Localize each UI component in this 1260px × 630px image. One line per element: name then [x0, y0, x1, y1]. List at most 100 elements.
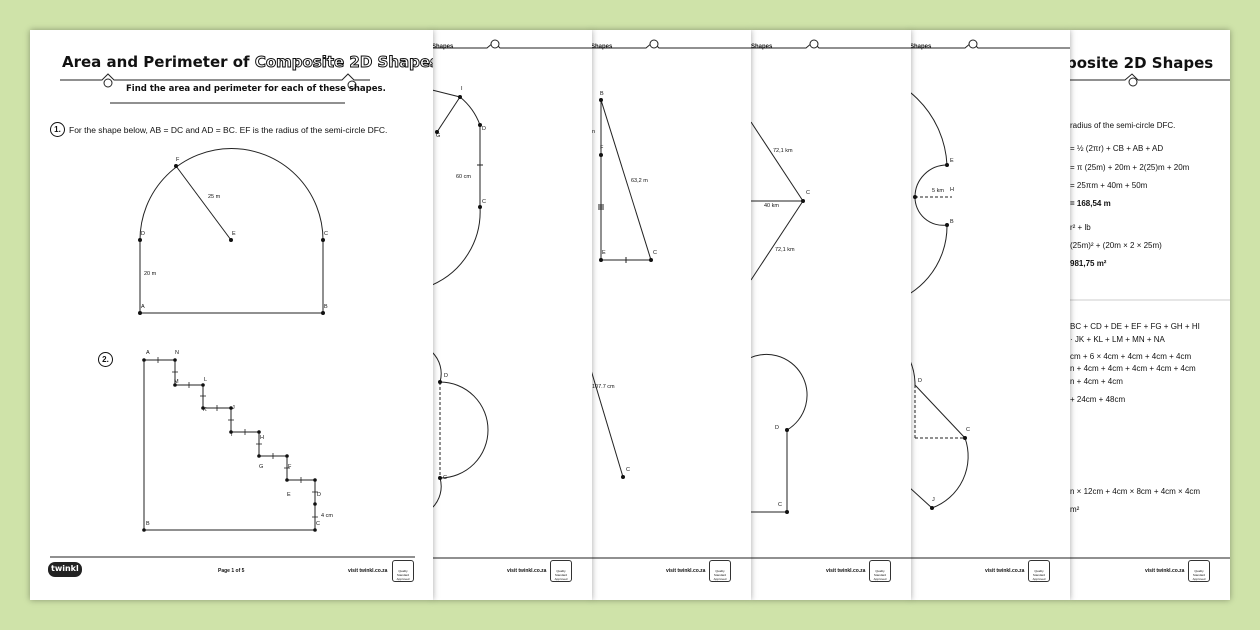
twinkl-logo: twinkl	[51, 564, 79, 573]
p3-label-lower-dim: 107.7 cm	[592, 384, 615, 390]
q2-label-M: M	[174, 379, 179, 385]
p4-label-C-lower: C	[778, 502, 782, 508]
p4-label-mid: 40 km	[764, 203, 779, 209]
q2-label-H: H	[260, 435, 264, 441]
q2-label-K: K	[203, 407, 207, 413]
worksheet-page-6: posite 2D Shapes radius of the semi-circ…	[1070, 30, 1230, 600]
page-title: Area and Perimeter of Composite 2D Shape…	[62, 53, 433, 72]
page-4-footer-url: visit twinkl.co.za	[826, 568, 866, 574]
p6-work2-line-3: cm + 6 × 4cm + 4cm + 4cm + 4cm	[1070, 352, 1192, 361]
p3-label-n: n	[592, 129, 596, 135]
worksheet-page-1: Area and Perimeter of Composite 2D Shape…	[30, 30, 433, 600]
p6-work-line-2: = ½ (2πr) + CB + AB + AD	[1070, 144, 1164, 153]
page-6-title: posite 2D Shapes	[1070, 54, 1214, 72]
page-6-lines	[1070, 73, 1230, 559]
quality-badge-icon: Quality Standard Approved	[392, 560, 414, 582]
p6-work-line-1: radius of the semi-circle DFC.	[1070, 121, 1176, 130]
q2-label-F: F	[288, 464, 292, 470]
q1-label-D: D	[141, 231, 145, 237]
p3-label-C: C	[653, 250, 657, 256]
p4-label-top: 72,1 km	[773, 148, 793, 154]
p6-work2-line-4: n + 4cm + 4cm + 4cm + 4cm + 4cm	[1070, 364, 1196, 373]
q2-label-B: B	[146, 521, 150, 527]
page-4-header: Shapes	[751, 44, 773, 50]
p5-label-D: D	[918, 378, 922, 384]
p6-work2-line-2: · JK + KL + LM + MN + NA	[1070, 335, 1165, 344]
p5-label-dim: 5 km	[932, 188, 944, 194]
title-plain: Area and Perimeter of	[62, 53, 255, 71]
q2-label-D: D	[317, 492, 321, 498]
p6-work2-line-1: BC + CD + DE + EF + FG + GH + HI	[1070, 322, 1200, 331]
q1-label-B: B	[324, 304, 328, 310]
p2-label-C: C	[482, 199, 486, 205]
q2-label-I: I	[231, 432, 233, 438]
q2-label-L: L	[204, 377, 208, 383]
p6-work2-line-6: + 24cm + 48cm	[1070, 395, 1126, 404]
p6-work2-line-5: n + 4cm + 4cm	[1070, 377, 1123, 386]
p6-work-line-6: r² + lb	[1070, 223, 1091, 232]
page-2-header: Shapes	[432, 44, 454, 50]
title-outlined: Composite 2D Shapes	[254, 53, 433, 72]
question-1-number: 1.	[50, 122, 65, 137]
p5-label-B: B	[950, 219, 954, 225]
quality-badge-icon: Quality Standard Approved	[1188, 560, 1210, 582]
q1-label-radius: 25 m	[208, 194, 221, 200]
p5-label-J: J	[932, 497, 935, 503]
p3-label-dim: 63,2 m	[631, 178, 648, 184]
q2-label-C: C	[316, 521, 320, 527]
page-5-header: Shapes	[910, 44, 932, 50]
question-2-number: 2.	[98, 352, 113, 367]
p2-label-dim: 60 cm	[456, 174, 471, 180]
q2-label-J: J	[232, 405, 235, 411]
page-3-header: Shapes	[591, 44, 613, 50]
page-2-diagrams	[432, 39, 592, 559]
p4-label-D: D	[775, 425, 779, 431]
q1-label-A: A	[141, 304, 145, 310]
p6-work-line-8: 981,75 m²	[1070, 259, 1107, 268]
worksheet-page-3: Shapes B n F 63,2 m E C 107.7 cm C visit…	[591, 30, 751, 600]
p5-label-H: H	[950, 187, 954, 193]
p6-work2-line-7: n × 12cm + 4cm × 8cm + 4cm × 4cm	[1070, 487, 1201, 496]
page-2-footer-url: visit twinkl.co.za	[507, 568, 547, 574]
p6-work-line-5: = 168,54 m	[1070, 199, 1111, 208]
page-4-diagrams	[751, 39, 911, 559]
page-number: Page 1 of 5	[218, 568, 245, 574]
q1-label-E: E	[232, 231, 236, 237]
p3-label-lower-C: C	[626, 467, 630, 473]
worksheet-page-2: Shapes I G D 60 cm C D C visit twinkl.co…	[432, 30, 592, 600]
q2-label-E: E	[287, 492, 291, 498]
q1-label-side: 20 m	[144, 271, 157, 277]
p3-label-E: E	[602, 250, 606, 256]
p6-work2-line-8: m²	[1070, 505, 1080, 514]
page-subtitle: Find the area and perimeter for each of …	[126, 84, 386, 94]
page-1-footer-url: visit twinkl.co.za	[348, 568, 388, 574]
page-5-diagrams	[910, 39, 1070, 559]
p2-label-D-lower: D	[444, 373, 448, 379]
p6-work-line-4: = 25πm + 40m + 50m	[1070, 181, 1148, 190]
p4-label-C: C	[806, 190, 810, 196]
p3-label-F: F	[600, 145, 604, 151]
p5-label-E: E	[950, 158, 954, 164]
q2-label-N: N	[175, 350, 179, 356]
page-6-footer-url: visit twinkl.co.za	[1145, 568, 1185, 574]
quality-badge-icon: Quality Standard Approved	[709, 560, 731, 582]
q2-label-A: A	[146, 350, 150, 356]
question-1-text: For the shape below, AB = DC and AD = BC…	[69, 125, 388, 135]
page-3-footer-url: visit twinkl.co.za	[666, 568, 706, 574]
p6-work-line-7: (25m)² + (20m × 2 × 25m)	[1070, 241, 1162, 250]
p2-label-C-lower: C	[443, 475, 447, 481]
worksheet-page-5: Shapes E 5 km H B D C J visit twinkl.co.…	[910, 30, 1070, 600]
q1-label-F: F	[176, 157, 180, 163]
worksheet-page-4: Shapes 72,1 km 40 km 72,1 km C D C visit…	[751, 30, 911, 600]
quality-badge-icon: Quality Standard Approved	[1028, 560, 1050, 582]
page-1-diagrams	[48, 73, 415, 577]
p3-label-B: B	[600, 91, 604, 97]
quality-badge-icon: Quality Standard Approved	[869, 560, 891, 582]
page-3-diagrams	[591, 39, 751, 559]
q2-label-dim: 4 cm	[321, 513, 333, 519]
p6-work-line-3: = π (25m) + 20m + 2(25)m + 20m	[1070, 163, 1190, 172]
p5-label-C: C	[966, 427, 970, 433]
q1-label-C: C	[324, 231, 328, 237]
quality-badge-icon: Quality Standard Approved	[550, 560, 572, 582]
p2-label-D: D	[482, 126, 486, 132]
